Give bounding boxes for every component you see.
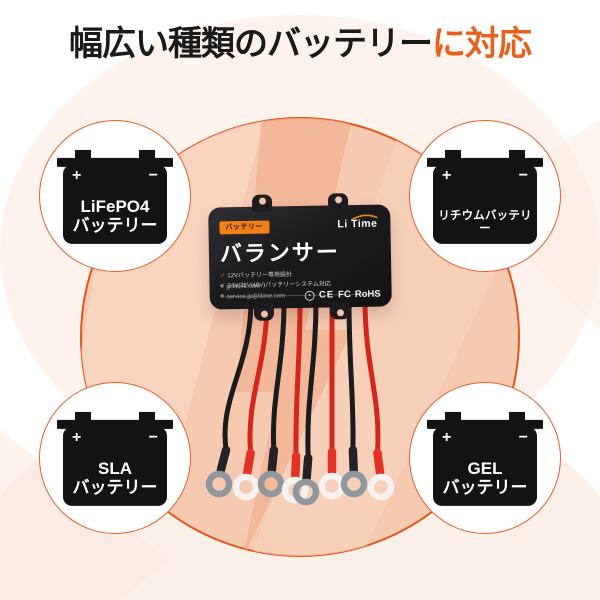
wire-sleeve [216,445,231,475]
wire-red [362,297,381,456]
title-accent: に対応 [432,25,532,63]
battery-body: + − リチウムバッテリー [433,164,537,244]
balancer-device: バッテリー バランサー Li Time ✓12Vバッテリー専用設計 ✓24V(3… [208,193,392,321]
weee-icon [304,290,316,301]
battery-label: GEL バッテリー [433,459,537,497]
mounting-hole [336,309,344,317]
wire-black [346,297,356,453]
ring-terminal [281,476,309,504]
battery-label-line1: GEL [467,459,503,479]
email-text: service.jp@litime.com [226,292,286,300]
page-title: 幅広い種類のバッテリーに対応 [0,16,600,65]
battery-label-line1: リチウムバッテリー [438,210,532,235]
category-circle-sla: + − SLA バッテリー [39,382,191,534]
wire-red [293,297,303,459]
brand-swoosh-icon [350,214,378,221]
ce-mark: CE [318,289,335,301]
battery-body: + − LiFePO4 バッテリー [63,164,167,244]
ring-terminal [292,478,320,506]
wire-black [305,297,319,461]
battery-icon-sla: + − SLA バッテリー [57,411,173,508]
mail-icon [220,294,224,298]
rohs-mark: RoHS [354,288,381,301]
mounting-hole [260,310,268,318]
website-text: jp.litime.com [226,284,260,291]
plus-symbol: + [442,428,452,446]
battery-label: SLA バッテリー [63,459,167,497]
certification-marks: CE FC RoHS [304,288,381,301]
ring-terminal [318,472,346,500]
plus-symbol: + [442,166,452,184]
battery-top-bar [57,419,173,429]
wire-red [247,297,270,456]
ring-terminal [257,470,285,498]
category-circle-lifepo4: + − LiFePO4 バッテリー [39,120,191,272]
device-bottom-row: jp.litime.com service.jp@litime.com CE F… [220,281,381,303]
battery-label-line2: バッテリー [72,477,158,497]
category-circle-lithium: + − リチウムバッテリー [409,120,561,272]
wire-sleeve [291,451,301,481]
minus-symbol: − [148,428,158,446]
battery-top-bar [427,157,543,167]
category-circle-gel: + − GEL バッテリー [409,382,561,534]
ring-terminal [205,470,233,498]
plus-symbol: + [72,428,82,446]
feature-text: 12Vバッテリー専用設計 [227,272,293,280]
battery-icon-lifepo4: + − LiFePO4 バッテリー [57,149,173,246]
ring-terminal [232,473,260,501]
contact-line: service.jp@litime.com [220,292,286,302]
wire-sleeve [302,453,313,483]
mounting-tab [251,194,273,212]
mounting-hole [334,196,342,204]
device-badge: バッテリー [219,220,270,234]
wire-sleeve [243,448,255,478]
device-product-name: バランサー [219,239,341,267]
globe-icon [220,284,224,288]
minus-symbol: − [518,166,528,184]
battery-body: + − SLA バッテリー [63,426,167,506]
battery-icon-lithium: + − リチウムバッテリー [427,149,543,246]
battery-label-line1: LiFePO4 [80,197,150,217]
wire-sleeve [267,445,279,475]
mounting-tab [329,302,351,320]
battery-label-line1: SLA [98,459,132,479]
ring-terminal [340,470,368,498]
title-main: 幅広い種類のバッテリー [69,25,433,63]
wire-sleeve [348,445,358,475]
check-icon: ✓ [220,273,226,280]
brand-logo: Li Time [337,214,378,230]
battery-top-bar [57,157,173,167]
battery-icon-gel: + − GEL バッテリー [427,411,543,508]
contact-info: jp.litime.com service.jp@litime.com [220,283,285,303]
plus-symbol: + [72,166,82,184]
wire-black [222,297,254,453]
battery-top-bar [427,419,543,429]
battery-label: リチウムバッテリー [433,210,537,235]
battery-label: LiFePO4 バッテリー [63,197,167,235]
wire-black [270,297,287,453]
mounting-tab [253,303,275,321]
minus-symbol: − [518,428,528,446]
battery-label-line2: バッテリー [442,477,528,497]
battery-label-line2: バッテリー [72,215,158,235]
battery-body: + − GEL バッテリー [433,426,537,506]
mounting-tab [327,193,349,211]
minus-symbol: − [148,166,158,184]
mounting-hole [258,197,266,205]
fcc-mark: FC [338,289,351,301]
wire-sleeve [373,448,385,478]
ring-terminal [367,473,395,501]
